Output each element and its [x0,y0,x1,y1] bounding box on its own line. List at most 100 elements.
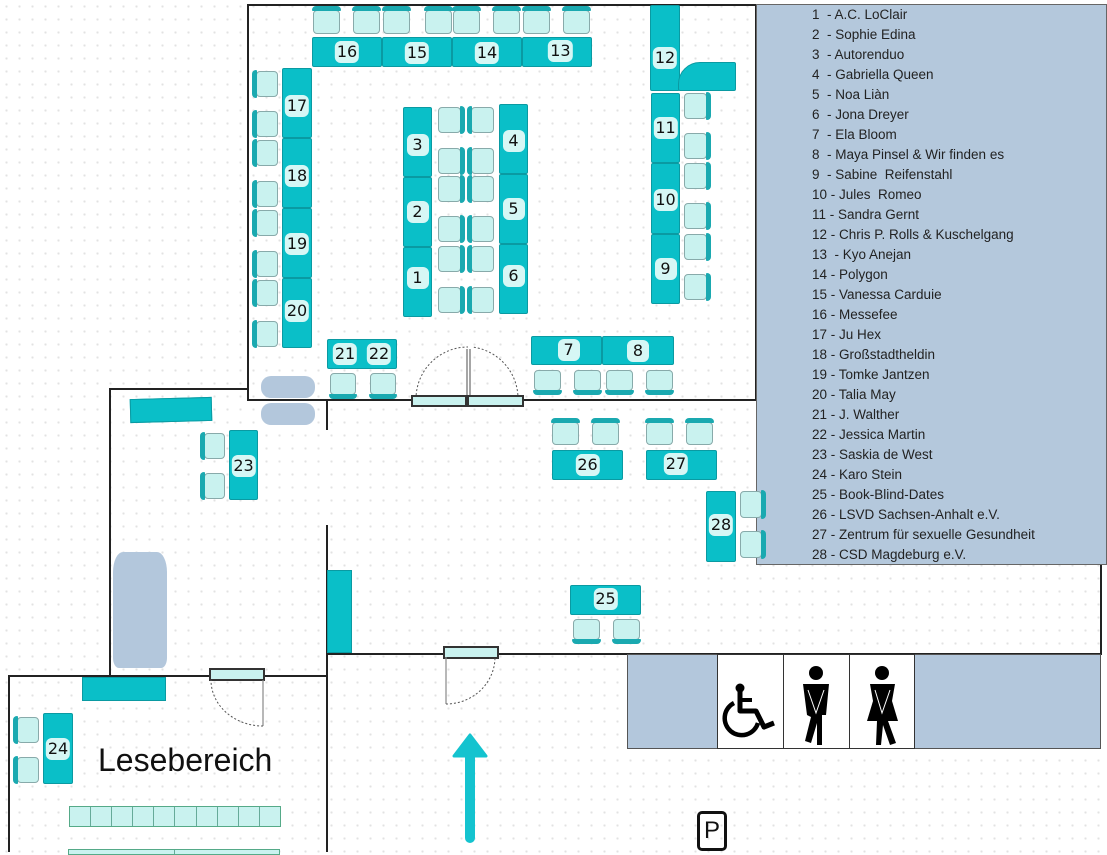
table-24[interactable]: 24 [43,713,73,784]
table-6[interactable]: 6 [499,244,528,314]
table-14[interactable]: 14 [452,37,522,67]
table-2[interactable]: 2 [403,177,432,247]
wall-room23-right-b [326,525,328,852]
table-number: 23 [231,455,256,478]
chair [252,110,278,138]
chair [492,6,521,34]
restroom-block-right [914,654,1101,749]
table-11[interactable]: 11 [651,93,680,163]
legend-item: 12 - Chris P. Rolls & Kuschelgang [812,227,1014,242]
legend-item: 3 - Autorenduo [812,47,905,62]
table-9[interactable]: 9 [651,234,680,304]
chair [551,418,580,445]
table-21[interactable]: 21 [332,343,358,365]
main-entrance-door-left[interactable] [411,395,467,407]
legend-item: 1 - A.C. LoClair [812,7,908,22]
wall-main-top [247,4,756,6]
main-entrance-door-right[interactable] [467,395,524,407]
double-door-swing [415,346,519,400]
reading-area-label: Lesebereich [98,742,273,778]
table-5[interactable]: 5 [499,174,528,244]
chair [684,132,711,160]
chair [312,6,341,34]
table-number: 27 [663,453,689,476]
table-15[interactable]: 15 [382,37,452,67]
chair [685,418,714,445]
chair [684,162,711,190]
hall-exit-door[interactable] [443,646,499,659]
table-number: 16 [334,41,360,63]
table-26[interactable]: 26 [552,450,623,480]
bench [261,376,315,398]
table-7[interactable]: 7 [531,336,602,365]
table-number: 4 [502,130,525,153]
table-4[interactable]: 4 [499,104,528,174]
table-12[interactable]: 12 [650,5,680,91]
table-number: 11 [653,117,678,139]
table-number: 3 [406,134,429,157]
men-restroom-icon [803,666,829,745]
table-number: 6 [502,265,525,288]
wall-room23-left [109,388,111,676]
entrance-arrow-icon [452,733,488,843]
table-10[interactable]: 10 [651,163,680,234]
legend-item: 16 - Messefee [812,307,898,322]
table-13[interactable]: 13 [522,37,592,67]
restroom-men[interactable] [783,654,850,749]
table-28[interactable]: 28 [706,491,736,562]
chair [13,756,39,784]
reading-room-door[interactable] [209,668,265,681]
restroom-women[interactable] [849,654,915,749]
bench [261,403,315,425]
chair [684,273,711,301]
bookshelf [68,849,280,855]
chair [562,6,591,34]
wall-reading-left [8,675,10,852]
table-17[interactable]: 17 [282,68,312,138]
hall-counter [327,570,352,653]
table-18[interactable]: 18 [282,138,312,208]
chair [252,320,278,348]
legend-item: 24 - Karo Stein [812,467,903,482]
table-19[interactable]: 19 [282,208,312,278]
table-12-extension [678,62,736,91]
table-number: 17 [284,95,310,118]
chair [740,490,766,519]
chair [467,245,494,273]
wall-room23-right-a [326,400,328,430]
table-20[interactable]: 20 [282,278,312,348]
table-number: 5 [502,198,525,220]
chair [467,215,494,243]
legend-item: 13 - Kyo Anejan [812,247,912,262]
restroom-accessible[interactable] [717,654,784,749]
table-27[interactable]: 27 [646,450,717,480]
table-number: 15 [404,42,430,65]
table-16[interactable]: 16 [312,37,382,67]
chair [452,6,481,34]
chair [522,6,551,34]
table-25[interactable]: 25 [570,585,641,615]
table-1[interactable]: 1 [403,247,432,317]
table-8[interactable]: 8 [602,336,674,365]
chair [438,245,465,273]
women-restroom-icon [867,666,898,745]
table-number: 1 [406,266,429,289]
chair [684,92,711,120]
table-3[interactable]: 3 [403,107,432,177]
chair [684,233,711,261]
legend-item: 17 - Ju Hex [812,327,882,342]
legend-item: 6 - Jona Dreyer [812,107,909,122]
legend-item: 15 - Vanessa Carduie [812,287,942,302]
chair [467,286,494,314]
table-22[interactable]: 22 [366,343,392,365]
chair [438,215,465,243]
table-number: 13 [548,39,573,62]
chair [438,175,465,203]
chair [605,370,634,395]
chair [467,106,494,134]
table-23[interactable]: 23 [229,430,258,500]
table-number: 18 [284,164,310,187]
chair [252,139,278,167]
legend-item: 7 - Ela Bloom [812,127,897,142]
reading-counter [82,677,166,701]
